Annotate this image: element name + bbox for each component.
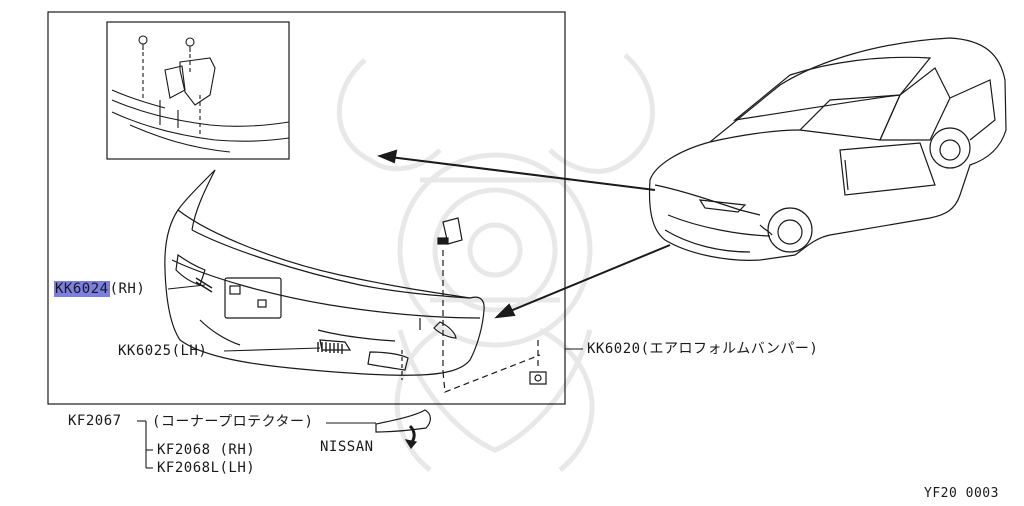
inset-detail: [111, 35, 290, 153]
part-code-kk6024-highlighted[interactable]: KK6024: [54, 281, 110, 297]
callout-kk6024-suffix: (RH): [109, 281, 146, 297]
callout-kk6025[interactable]: KK6025(LH): [118, 343, 208, 359]
callout-kk6020[interactable]: KK6020(エアロフォルムバンパー): [587, 341, 819, 357]
nissan-label: NISSAN: [320, 439, 374, 455]
bracket-and-fastener: [401, 217, 547, 393]
leader-lines: [137, 284, 583, 469]
figure-code: YF20 0003: [924, 486, 999, 501]
callout-kf2067[interactable]: KF2067: [68, 413, 122, 429]
arrows: [377, 149, 671, 319]
callout-kf2068[interactable]: KF2068 (RH): [157, 442, 256, 458]
callout-kf2068l[interactable]: KF2068L(LH): [157, 460, 256, 476]
bumper-drawing: [164, 169, 485, 376]
watermark-emblem: [336, 53, 655, 472]
callout-kk6024[interactable]: KK6024(RH): [54, 281, 145, 297]
car-drawing: [648, 37, 1007, 261]
detail-inset-box: [106, 21, 290, 160]
main-frame: [47, 11, 566, 405]
corner-protector-drawing: [375, 409, 431, 450]
callout-kf2067-desc: (コーナープロテクター): [152, 414, 314, 430]
